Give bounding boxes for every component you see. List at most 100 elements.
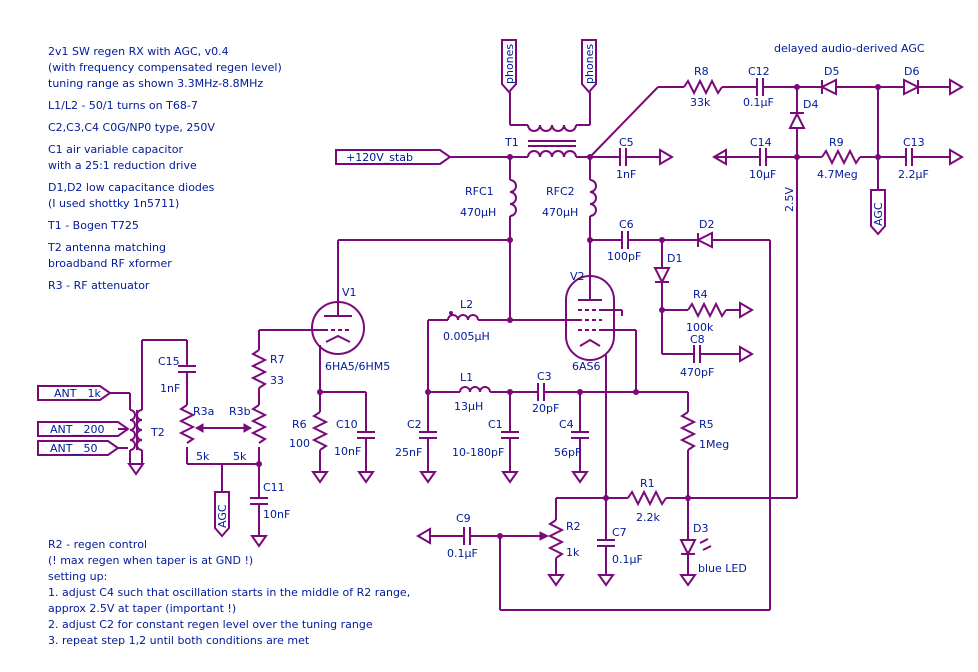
label-r1: R1 bbox=[640, 477, 655, 490]
port-ant1k: ANT__1k bbox=[54, 387, 101, 400]
label-r5: R5 bbox=[699, 418, 714, 431]
label-rfc2: RFC2 bbox=[546, 185, 575, 198]
value-c9: 0.1µF bbox=[447, 547, 478, 560]
note-line: 2v1 SW regen RX with AGC, v0.4 bbox=[48, 45, 229, 58]
transformer-t1: T1 bbox=[504, 92, 591, 160]
value-c7: 0.1µF bbox=[612, 553, 643, 566]
choke-rfc2: RFC2 470µH bbox=[542, 154, 597, 285]
value-c10: 10nF bbox=[334, 445, 361, 458]
resistor-r5: R5 1Meg bbox=[679, 392, 729, 498]
label-c4: C4 bbox=[559, 418, 574, 431]
label-c6: C6 bbox=[619, 218, 634, 231]
value-r1: 2.2k bbox=[636, 511, 660, 524]
phones-ports: phones phones bbox=[501, 39, 597, 94]
port-phones1: phones bbox=[503, 44, 516, 84]
value-c3: 20pF bbox=[532, 402, 559, 415]
supply-port: +120V_stab bbox=[335, 149, 510, 165]
value-v1: 6HA5/6HM5 bbox=[325, 360, 390, 373]
agc-detector: R8 33k C12 0.1µF D5 D6 bbox=[658, 65, 964, 109]
label-d1: D1 bbox=[667, 252, 682, 265]
label-t1: T1 bbox=[504, 136, 519, 149]
note-line: T1 - Bogen T725 bbox=[48, 219, 139, 232]
note-line: 1. adjust C4 such that oscillation start… bbox=[48, 586, 411, 599]
port-agc-in: AGC bbox=[216, 504, 229, 528]
label-c13: C13 bbox=[903, 136, 925, 149]
label-d6: D6 bbox=[904, 65, 919, 78]
antenna-ports: ANT__1k ANT__200 ANT__50 bbox=[37, 385, 130, 456]
note-line: (! max regen when taper is at GND !) bbox=[48, 554, 254, 567]
port-ant200: ANT__200 bbox=[50, 423, 104, 436]
label-c14: C14 bbox=[750, 136, 772, 149]
label-v1: V1 bbox=[342, 286, 357, 299]
label-c12: C12 bbox=[748, 65, 770, 78]
note-line: L1/L2 - 50/1 turns on T68-7 bbox=[48, 99, 198, 112]
note-line: C1 air variable capacitor bbox=[48, 143, 184, 156]
capacitor-c5: C5 1nF bbox=[590, 136, 674, 181]
value-r2: 1k bbox=[566, 546, 580, 559]
value-l1: 13µH bbox=[454, 400, 483, 413]
label-c7: C7 bbox=[612, 526, 627, 539]
label-d5: D5 bbox=[824, 65, 839, 78]
choke-rfc1: RFC1 470µH bbox=[460, 157, 517, 320]
design-notes: 2v1 SW regen RX with AGC, v0.4 (with freq… bbox=[48, 44, 388, 294]
label-r3a: R3a bbox=[193, 405, 214, 418]
value-v2: 6AS6 bbox=[572, 360, 601, 373]
label-t2: T2 bbox=[150, 426, 165, 439]
port-phones2: phones bbox=[583, 44, 596, 84]
detector-diodes: C6 100pF D2 D1 R4 100k C8 470pF bbox=[590, 218, 771, 610]
label-l1: L1 bbox=[460, 371, 473, 384]
value-c11: 10nF bbox=[263, 508, 290, 521]
value-c4: 56pF bbox=[554, 446, 581, 459]
label-2v5: 2.5V bbox=[783, 187, 796, 212]
label-r6: R6 bbox=[292, 418, 307, 431]
value-c15: 1nF bbox=[160, 382, 180, 395]
label-l2: L2 bbox=[460, 298, 473, 311]
value-r9: 4.7Meg bbox=[817, 168, 858, 181]
tube-v1: V1 6HA5/6HM5 bbox=[311, 239, 510, 392]
value-r5: 1Meg bbox=[699, 438, 729, 451]
value-c1: 10-180pF bbox=[452, 446, 504, 459]
note-line: with a 25:1 reduction drive bbox=[48, 159, 197, 172]
note-line: D1,D2 low capacitance diodes bbox=[48, 181, 215, 194]
value-r7: 33 bbox=[270, 374, 284, 387]
value-d3: blue LED bbox=[698, 562, 747, 575]
note-line: (I used shottky 1n5711) bbox=[48, 197, 180, 210]
value-c12: 0.1µF bbox=[743, 96, 774, 109]
label-r3b: R3b bbox=[229, 405, 251, 418]
resistor-r7: R7 33 bbox=[250, 329, 316, 405]
label-c8: C8 bbox=[690, 333, 705, 346]
value-c2: 25nF bbox=[395, 446, 422, 459]
note-line: setting up: bbox=[48, 570, 108, 583]
label-v2: V2 bbox=[570, 270, 585, 283]
value-r3b: 5k bbox=[233, 450, 247, 463]
tank-circuit: L1 13µH C3 20pF C2 25nF C1 10-180pF C4 5… bbox=[395, 370, 688, 483]
note-line: (with frequency compensated regen level) bbox=[48, 61, 282, 74]
label-c15: C15 bbox=[158, 355, 180, 368]
note-line: R3 - RF attenuator bbox=[48, 279, 150, 292]
label-c11: C11 bbox=[263, 481, 285, 494]
transformer-t2: T2 bbox=[110, 340, 165, 475]
regen-setup-notes: R2 - regen control (! max regen when tape… bbox=[48, 537, 428, 649]
inductor-l2: L2 0.005µH bbox=[427, 298, 510, 432]
port-agc-out: AGC bbox=[872, 202, 885, 226]
note-line: approx 2.5V at taper (important !) bbox=[48, 602, 237, 615]
note-line: 2. adjust C2 for constant regen level ov… bbox=[48, 618, 373, 631]
note-line: tuning range as shown 3.3MHz-8.8MHz bbox=[48, 77, 264, 90]
label-d2: D2 bbox=[699, 218, 714, 231]
value-rfc2: 470µH bbox=[542, 206, 578, 219]
label-d3: D3 bbox=[693, 522, 708, 535]
label-r9: R9 bbox=[829, 136, 844, 149]
value-c13: 2.2µF bbox=[898, 168, 929, 181]
cathode-r6-c10: R6 100 C10 10nF bbox=[289, 389, 375, 483]
label-r7: R7 bbox=[270, 353, 285, 366]
diode-d4-and-2v5: D4 2.5V bbox=[783, 87, 818, 498]
note-line: R2 - regen control bbox=[48, 538, 147, 551]
value-c5: 1nF bbox=[616, 168, 636, 181]
agc-section-title: delayed audio-derived AGC bbox=[774, 42, 925, 55]
agc-filter: AGC C14 10µF R9 4.7Meg C13 2.2µF bbox=[712, 87, 964, 236]
potentiometer-r3: R3a R3b 5k 5k bbox=[178, 404, 268, 465]
note-line: broadband RF xformer bbox=[48, 257, 172, 270]
label-c5: C5 bbox=[619, 136, 634, 149]
tube-v2: V2 6AS6 bbox=[507, 270, 637, 498]
